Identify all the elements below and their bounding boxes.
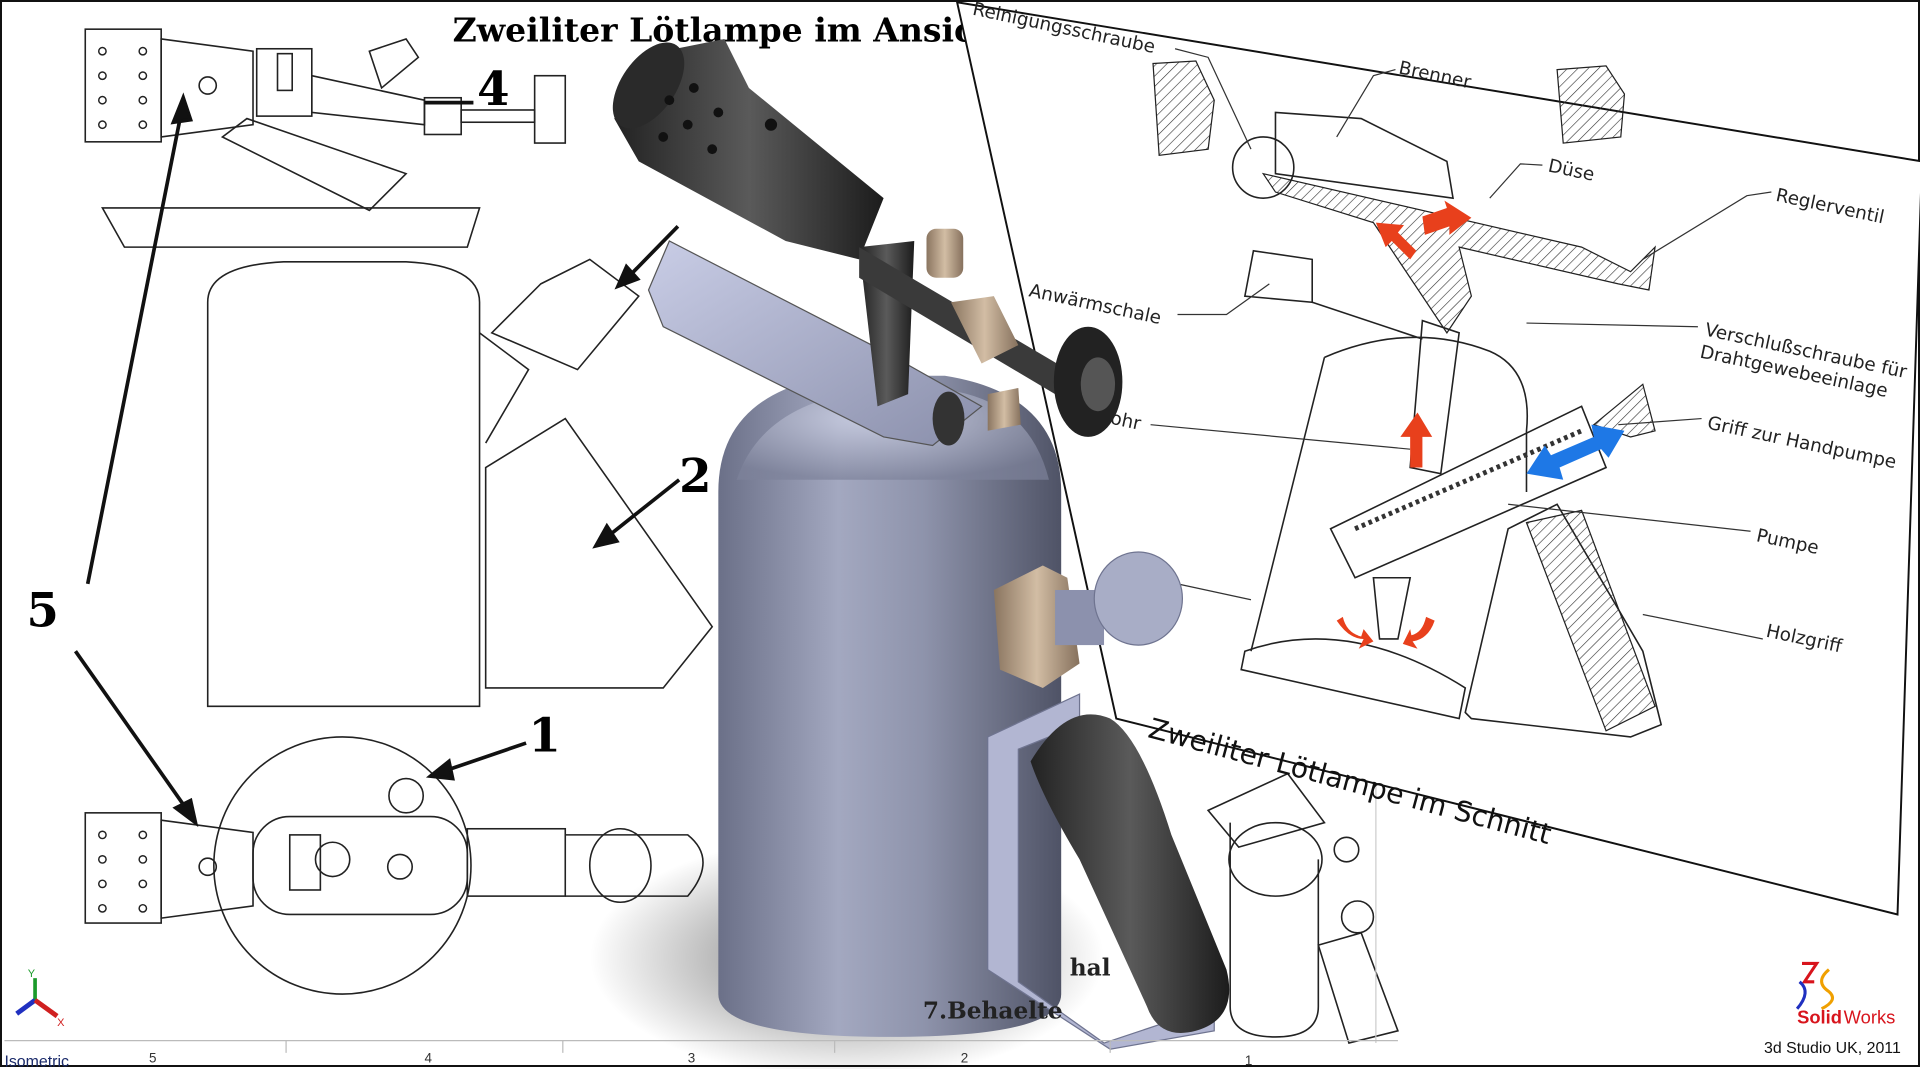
fuel-tank — [718, 375, 1062, 1037]
axis-y-label: Y — [28, 968, 36, 980]
axis-triad-icon: Y X — [15, 968, 65, 1029]
zone-ruler: 5 4 3 2 1 Isometric — [4, 1039, 1398, 1069]
credit-text: 3d Studio UK, 2011 — [1764, 1040, 1901, 1057]
partial-part-label: 7.Behaelte — [923, 998, 1063, 1025]
bottom-view-circle — [213, 736, 472, 995]
pump-knob — [1093, 551, 1184, 646]
rubber-grip — [1030, 714, 1230, 1033]
section-pump — [1329, 405, 1608, 579]
side-view-drawing — [84, 28, 714, 995]
logo-solid: Solid — [1797, 1006, 1842, 1027]
zone-2: 2 — [961, 1051, 968, 1066]
zone-1: 1 — [1245, 1053, 1252, 1068]
small-isometric-drawing — [1206, 772, 1399, 1045]
callout-1: 1 — [529, 708, 561, 763]
burner-cap — [84, 28, 162, 143]
callout-2: 2 — [679, 448, 711, 503]
handle-bracket — [987, 693, 1215, 1050]
axis-x-label: X — [57, 1017, 65, 1029]
rendered-blowtorch — [589, 38, 1230, 1069]
solidworks-logo: Solid Works — [1795, 961, 1896, 1027]
section-tank — [1324, 336, 1528, 493]
view-orientation-label: Isometric — [4, 1053, 69, 1069]
pump-handle-outline — [484, 417, 714, 689]
zone-3: 3 — [688, 1051, 695, 1066]
callout-4: 4 — [477, 61, 509, 116]
section-sheet: Reinigungsschraube Brenner Düse Reglerve… — [956, 2, 1920, 916]
flow-arrows-red — [1336, 200, 1472, 649]
pump-arrow-blue — [1526, 424, 1625, 480]
callout-5: 5 — [26, 583, 58, 638]
zone-5: 5 — [149, 1051, 156, 1066]
partial-part-label-2: hal — [1070, 955, 1111, 982]
logo-works: Works — [1844, 1006, 1896, 1027]
callout-arrows — [73, 92, 681, 828]
tank-outline — [206, 261, 481, 708]
heating-bowl-outline — [101, 207, 481, 248]
zone-4: 4 — [424, 1051, 432, 1066]
view-title: Zweiliter Lötlampe im Ansicht — [453, 10, 1015, 49]
burner — [614, 38, 884, 260]
